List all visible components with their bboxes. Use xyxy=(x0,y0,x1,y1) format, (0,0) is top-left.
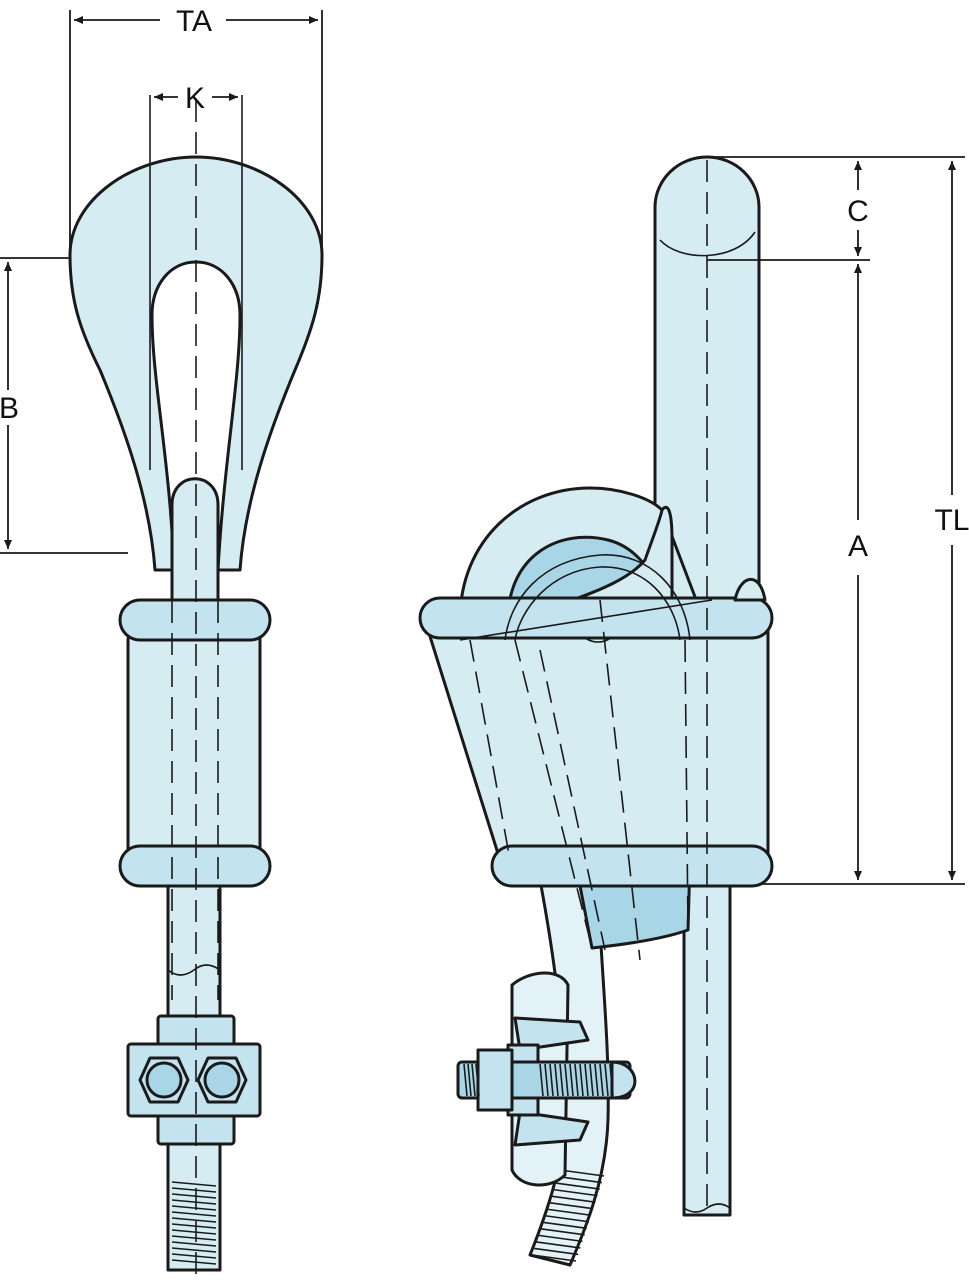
front-view xyxy=(68,95,324,1275)
dimension-a: A xyxy=(760,264,965,885)
label-ta: TA xyxy=(176,5,212,38)
dimension-ta: TA xyxy=(69,5,323,250)
socket-rim-bottom xyxy=(490,844,774,888)
rope-strands-front xyxy=(171,1181,217,1265)
dimension-c: C xyxy=(707,156,965,261)
rope-loop-front xyxy=(170,477,220,612)
side-view xyxy=(418,155,774,1267)
clip-nut-left xyxy=(138,1056,190,1104)
clip-nut-side xyxy=(476,1048,514,1112)
socket-body-front xyxy=(118,598,272,888)
rope-strands-side xyxy=(531,1169,605,1262)
dimension-tl: TL xyxy=(934,161,969,880)
label-b: B xyxy=(0,392,19,425)
label-c: C xyxy=(847,195,869,228)
label-k: K xyxy=(185,82,205,115)
dimension-b: B xyxy=(0,257,128,554)
label-a: A xyxy=(848,530,868,563)
socket-body-side xyxy=(426,628,770,862)
rope-clip-side xyxy=(456,971,637,1187)
label-tl: TL xyxy=(934,504,969,537)
rope-clip-front xyxy=(126,1014,262,1146)
dimension-k: K xyxy=(154,82,238,115)
clip-nut-right xyxy=(196,1056,248,1104)
